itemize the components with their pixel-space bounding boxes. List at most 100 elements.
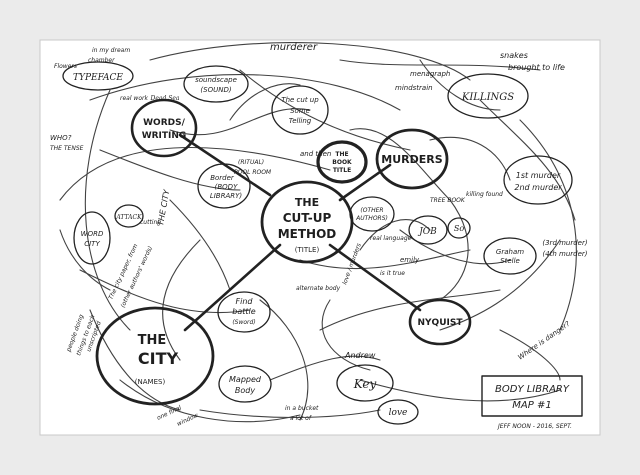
connector-tangle: [59, 42, 577, 423]
job-ellipse: [408, 215, 448, 245]
words-hub-ellipse: [130, 98, 198, 158]
note-flowers: Flowers: [54, 63, 77, 70]
graham-line1: Graham: [496, 248, 524, 256]
authors-line2: AUTHORS): [355, 215, 388, 222]
soundscape-line2: (SOUND): [200, 86, 231, 94]
third-murder-line1: (3rd murder): [542, 239, 587, 247]
city-hub: THE CITY (NAMES): [135, 333, 179, 386]
words-hub-line1: WORDS/: [143, 118, 185, 128]
mapped-body-ellipse: [218, 365, 272, 403]
note-brought-to-life: brought to life: [508, 63, 565, 72]
words-hub-line2: WRITING: [142, 131, 187, 141]
note-in-bucket: in a bucket: [285, 405, 319, 412]
note-is-it-true: is it true: [380, 270, 405, 277]
words-hub: WORDS/ WRITING: [142, 118, 187, 141]
murders-hub: MURDERS: [381, 153, 442, 166]
note-killing-found: killing found: [466, 191, 503, 198]
note-and-then: and then: [300, 150, 331, 158]
central-hub: THE CUT-UP METHOD (TITLE): [278, 196, 337, 254]
note-dream: in my dream: [92, 47, 130, 54]
authors-ellipse: [349, 196, 395, 232]
dead-sea-note: Dead Sea: [150, 95, 180, 102]
find-battle-line1: Find: [236, 297, 254, 306]
city-hub-sub: (NAMES): [135, 378, 166, 386]
key-node: Key: [353, 377, 377, 391]
find-battle-node: Find battle (Sword): [232, 297, 255, 326]
graham-ellipse: [483, 237, 537, 275]
mapped-body-node: Mapped Body: [229, 375, 262, 395]
city-hub-ellipse: [95, 306, 215, 406]
note-pool-room: POOL ROOM: [234, 169, 272, 176]
authors-node: (OTHER AUTHORS): [355, 207, 388, 222]
legend-line2: MAP #1: [512, 400, 551, 411]
note-chamber: chamber: [88, 57, 115, 64]
note-who: WHO?: [50, 134, 72, 142]
word-city-line2: CITY: [84, 240, 100, 248]
soundscape-node: soundscape (SOUND): [195, 76, 237, 94]
find-battle-line3: (Sword): [232, 319, 255, 326]
book-title-ellipse: [316, 140, 368, 184]
word-city-line1: WORD: [81, 230, 104, 238]
killings-node: KILLINGS: [461, 92, 514, 103]
note-emily: emily: [400, 256, 420, 264]
find-battle-line2: battle: [232, 307, 255, 316]
find-battle-ellipse: [217, 291, 271, 333]
murders-hub-ellipse: [375, 128, 449, 190]
word-city-node: WORD CITY: [81, 230, 104, 248]
note-cutting: cutting: [140, 219, 161, 226]
graham-node: Graham Stelle: [496, 248, 524, 265]
so-ellipse: [447, 217, 471, 239]
legend-line1: BODY LIBRARY: [495, 384, 570, 395]
nyquist-hub: NYQUIST: [418, 318, 464, 328]
graham-line2: Stelle: [500, 257, 520, 265]
cut-up-line1: The cut up: [281, 96, 319, 104]
so-node: So: [454, 224, 464, 233]
legend-box: [481, 375, 583, 417]
note-snakes: snakes: [500, 51, 528, 60]
third-murder-line2: (4th murder): [542, 250, 587, 258]
note-rituals: (RITUAL): [238, 159, 264, 166]
border-line1: Border: [210, 174, 235, 182]
note-andrew: Andrew: [344, 351, 376, 360]
attack-node: ATTACK: [115, 214, 142, 221]
mapped-body-line2: Body: [235, 386, 255, 395]
note-menagraph: menagraph: [410, 70, 450, 78]
authors-line1: (OTHER: [360, 207, 383, 214]
note-alternate-body: alternate body: [296, 285, 341, 292]
border-line3: LIBRARY): [210, 192, 243, 200]
word-city-ellipse: [73, 211, 111, 265]
main-spokes: [178, 133, 422, 332]
first-murder-ellipse: [503, 155, 573, 205]
soundscape-line1: soundscape: [195, 76, 237, 84]
typeface-ellipse: [62, 61, 134, 91]
book-title-node: THE BOOK TITLE: [332, 151, 352, 174]
central-hub-line1: THE: [295, 196, 319, 209]
soundscape-ellipse: [183, 65, 249, 103]
note-real-work: real work: [120, 95, 148, 102]
killings-ellipse: [447, 73, 529, 119]
central-hub-line3: METHOD: [278, 227, 337, 241]
book-title-line1: THE: [335, 151, 348, 158]
border-ellipse: [197, 163, 251, 209]
first-murder-line2: 2nd murder: [514, 183, 562, 192]
attack-ellipse: [114, 204, 144, 228]
love-node: love: [389, 408, 408, 418]
central-hub-line2: CUT-UP: [283, 211, 332, 225]
border-node: Border (BODY LIBRARY): [210, 174, 243, 200]
nyquist-hub-ellipse: [408, 298, 472, 346]
third-murder-note: (3rd murder) (4th murder): [542, 239, 587, 258]
typeface-node: TYPEFACE: [73, 73, 123, 83]
cut-up-line3: Telling: [289, 117, 312, 125]
note-mindstrain: mindstrain: [395, 84, 433, 92]
cut-up-node: The cut up Some Telling: [281, 96, 319, 125]
city-hub-line1: THE: [138, 333, 167, 348]
first-murder-line1: 1st murder: [516, 171, 561, 180]
mapped-body-line1: Mapped: [229, 375, 262, 384]
book-title-line2: BOOK: [332, 159, 352, 166]
note-a-lot: a lot of: [290, 415, 312, 422]
legend-credit: JEFF NOON - 2016, SEPT.: [497, 423, 572, 430]
cut-up-ellipse: [271, 85, 329, 135]
key-ellipse: [336, 364, 394, 402]
note-real-language: real language: [370, 235, 412, 242]
